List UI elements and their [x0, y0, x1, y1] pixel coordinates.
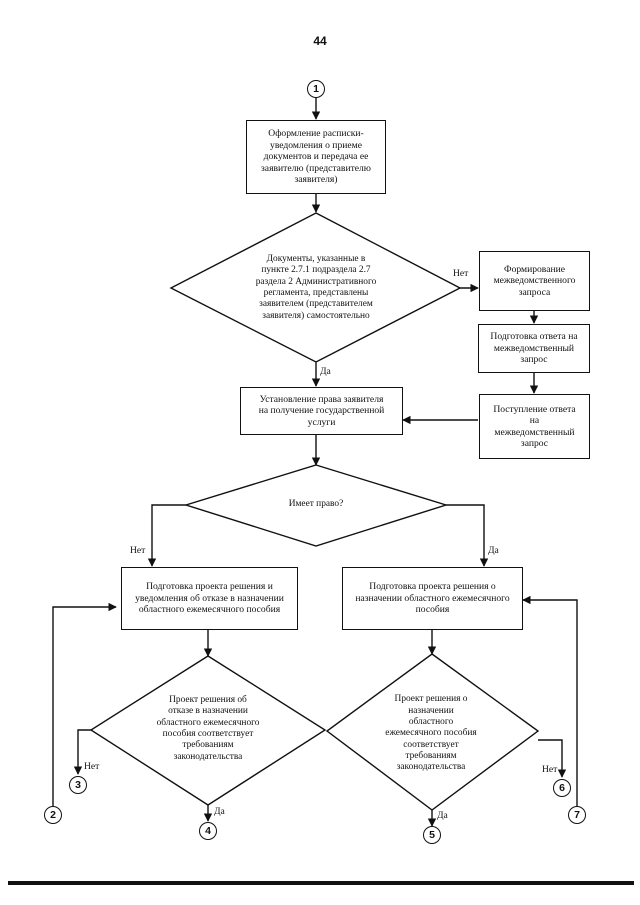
- page-number: 44: [313, 34, 327, 48]
- label-yes-refusal: Да: [214, 806, 225, 817]
- connector-4: 4: [199, 822, 217, 840]
- box-establish-right: Установление права заявителя на получени…: [240, 387, 403, 435]
- label-no-right: Нет: [130, 545, 146, 556]
- connector-7: 7: [568, 806, 586, 824]
- box-receipt: Оформление расписки- уведомления о прием…: [246, 120, 386, 194]
- decision-documents-text: Документы, указанные в пункте 2.7.1 подр…: [255, 254, 377, 321]
- box-receive-answer: Поступление ответа на межведомственный з…: [479, 394, 590, 459]
- connector-6: 6: [553, 779, 571, 797]
- label-no-grant: Нет: [542, 764, 558, 775]
- bottom-rule: [8, 881, 634, 885]
- box-grant-draft: Подготовка проекта решения о назначении …: [342, 567, 523, 630]
- connector-2: 2: [44, 806, 62, 824]
- label-no-refusal: Нет: [84, 761, 100, 772]
- connector-1: 1: [307, 80, 325, 98]
- connector-5: 5: [423, 826, 441, 844]
- label-yes-documents: Да: [320, 366, 331, 377]
- connector-3: 3: [69, 776, 87, 794]
- decision-has-right-diamond: [183, 464, 449, 547]
- decision-refusal-check-text: Проект решения об отказе в назначении об…: [156, 695, 260, 762]
- box-refusal-draft: Подготовка проекта решения и уведомления…: [121, 567, 298, 630]
- label-no-documents: Нет: [453, 268, 469, 279]
- decision-grant-check-text: Проект решения о назначении областного е…: [385, 694, 477, 773]
- box-prepare-answer: Подготовка ответа на межведомственный за…: [478, 324, 590, 373]
- decision-has-right-text: Имеет право?: [288, 499, 344, 510]
- label-yes-grant: Да: [437, 810, 448, 821]
- label-yes-right: Да: [488, 545, 499, 556]
- box-form-request: Формирование межведомственного запроса: [479, 251, 590, 311]
